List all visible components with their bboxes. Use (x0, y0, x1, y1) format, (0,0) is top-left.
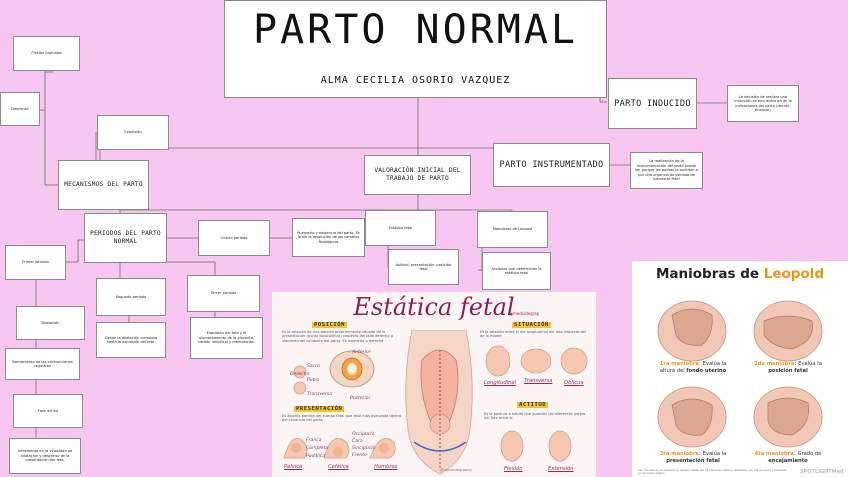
maternal-figure-illustration (405, 330, 473, 475)
pelvis-illustration (329, 350, 375, 388)
fase-activa-node: Fase activa (13, 394, 83, 428)
pos-label-3: Pubis (307, 378, 320, 383)
cap4-b: Grado de (795, 451, 822, 457)
cap4-c: encajamiento (768, 457, 808, 464)
cuarto-periodo-desc: Puerperio y exigencia del parto. Es la s… (292, 218, 365, 257)
parto-inducido-desc: La decisión de realizar una inducción se… (727, 85, 799, 122)
leopold-caption-1: 1ra maniobra: Evalúa la altura del fondo… (654, 361, 732, 374)
leopold-title-a: Maniobras de (655, 266, 764, 282)
presentacion-illustrations (283, 438, 396, 459)
leopold-caption-3: 3ra maniobra: Evalúa la presentación fet… (654, 451, 732, 464)
cap3-a: 3ra maniobra: (659, 451, 701, 457)
incremento-node: Incremento en la velocidad de dilatación… (9, 438, 81, 474)
leopold-brand: SPOTLIGHTMed (800, 469, 844, 475)
act-label-1: Extensión (548, 466, 574, 472)
maniobras-leopold-node: Maniobras de Leopold (477, 211, 548, 248)
main-title: PARTO NORMAL (253, 7, 578, 53)
pres-label-3: Occipucio (352, 432, 375, 437)
parto-inducido-node: PARTO INDUCIDO (608, 78, 697, 129)
tercer-periodo-node: Tercer periodo (187, 275, 260, 312)
sit-label-0: Longitudinal (484, 380, 517, 386)
posicion-heading-text: POSICIÓN (312, 322, 347, 328)
leopold-illustrations (657, 300, 823, 448)
presentacion-desc: Es aquella porción del cuerpo fetal que … (282, 414, 402, 423)
pres-label-4: Cara (352, 439, 363, 444)
sit-label-2: Oblicua (564, 380, 584, 386)
segundo-periodo-desc: Desde la dilatación completa hasta la ex… (96, 322, 166, 358)
leopold-caption-4: 4ta maniobra: Grado de encajamiento (749, 451, 827, 464)
actitud-illustrations (500, 430, 572, 462)
tercer-periodo-desc: Expulsión del feto y el alumbramiento de… (190, 317, 263, 359)
pos-label-4: Transversa (307, 392, 333, 397)
title-box: PARTO NORMAL ALMA CECILIA OSORIO VAZQUEZ (224, 0, 607, 98)
situacion-heading-text: SITUACIÓN (512, 322, 551, 328)
pos-label-5: Posterior (350, 396, 371, 401)
cap2-b: Evalúa la (796, 361, 822, 367)
descenso-node: Descenso (0, 92, 40, 126)
sit-label-1: Transversa (524, 378, 553, 384)
pres-label-0: Franca (306, 438, 322, 443)
borramiento-node: Borramiento de las contracciones regular… (5, 348, 80, 380)
posicion-heading: POSICIÓN (312, 322, 347, 328)
cap2-a: 2da maniobra: (754, 361, 797, 367)
pres-label-5: Sincipucio (352, 446, 376, 451)
primer-periodo-node: Primer periodo (5, 245, 66, 280)
pres-label-1: Completa (306, 446, 329, 451)
pos-label-2: Derecha (290, 372, 310, 377)
actitud-desc: Es la postura o hábito que guardan las d… (484, 412, 586, 421)
leopold-title: Maniobras de Leopold (632, 266, 848, 282)
cap1-c: fondo uterino (686, 367, 727, 374)
situacion-heading: SITUACIÓN (512, 322, 551, 328)
cap3-b: Evalúa la (700, 451, 727, 457)
leopold-title-b: Leopold (763, 266, 824, 282)
cuarto-periodo-node: Cuarto periodo (198, 220, 270, 256)
maniobras-leopold-desc: Acciones que determinan la estática feta… (482, 252, 551, 290)
actitud-presentacion-node: Actitud, presentación, posición fetal (388, 249, 459, 285)
cap4-a: 4ta maniobra: (754, 451, 796, 457)
pres-bottom-1: Cefálica (328, 464, 349, 470)
act-label-0: Flexión (504, 466, 523, 472)
pres-label-2: Podálica (306, 454, 326, 459)
mecanismos-parto-node: MECANISMOS DEL PARTO (58, 160, 149, 210)
presentacion-heading-text: PRESENTACIÓN (294, 406, 345, 412)
pres-label-6: Frente (352, 453, 367, 458)
cap1-b: Evalúa la altura del (659, 361, 727, 374)
cap1-a: 1ra maniobra: (659, 361, 701, 367)
situacion-illustrations (485, 345, 588, 377)
dilatacion-node: Dilatación (16, 306, 85, 340)
parto-instrumentado-desc: La realización de la instrumentación del… (630, 152, 703, 189)
situacion-desc: Es la relación entre el eje longitudinal… (480, 330, 586, 339)
presentacion-heading: PRESENTACIÓN (294, 406, 345, 412)
parto-instrumentado-node: PARTO INSTRUMENTADO (493, 143, 610, 187)
expulsion-node: Expulsión (97, 115, 169, 150)
pres-bottom-0: Pélvica (284, 464, 303, 470)
author-name: ALMA CECILIA OSORIO VAZQUEZ (320, 75, 511, 86)
estatica-poster-title: Estática fetal (353, 293, 515, 321)
estatica-fetal-poster: Estática fetal @medsidegrap POSICIÓN Es … (272, 292, 596, 477)
cap2-c: posición fetal (768, 367, 808, 374)
pres-bottom-2: Hombros (374, 464, 398, 470)
posicion-small-pelvis (293, 365, 307, 395)
pos-label-1: Sacro (307, 364, 320, 369)
periodos-parto-node: PERIODOS DEL PARTO NORMAL (84, 213, 167, 263)
actitud-heading-text: ACTITUD (517, 402, 549, 408)
posicion-desc: Es la relación de una porción anteriorme… (282, 330, 393, 343)
pos-label-0: Anterior (352, 350, 371, 355)
cap3-c: presentación fetal (666, 457, 720, 464)
estatica-fetal-node: Estática fetal (365, 210, 436, 246)
leopold-footnote: Las maniobras de Leopold se utilizan des… (638, 468, 787, 476)
flexion-node: Flexión profunda (13, 36, 80, 71)
valoracion-inicial-node: VALORACIÓN INICIAL DEL TRABAJO DE PARTO (364, 155, 471, 195)
estatica-credit: @medsidegrap/ig (440, 468, 472, 472)
segundo-periodo-node: Segundo periodo (96, 278, 166, 316)
actitud-heading: ACTITUD (517, 402, 549, 408)
maniobras-leopold-poster: Maniobras de Leopold 1ra maniobra: Evalú… (632, 261, 848, 477)
estatica-handle: @medsidegrap (509, 311, 540, 316)
leopold-caption-2: 2da maniobra: Evalúa la posición fetal (749, 361, 827, 374)
